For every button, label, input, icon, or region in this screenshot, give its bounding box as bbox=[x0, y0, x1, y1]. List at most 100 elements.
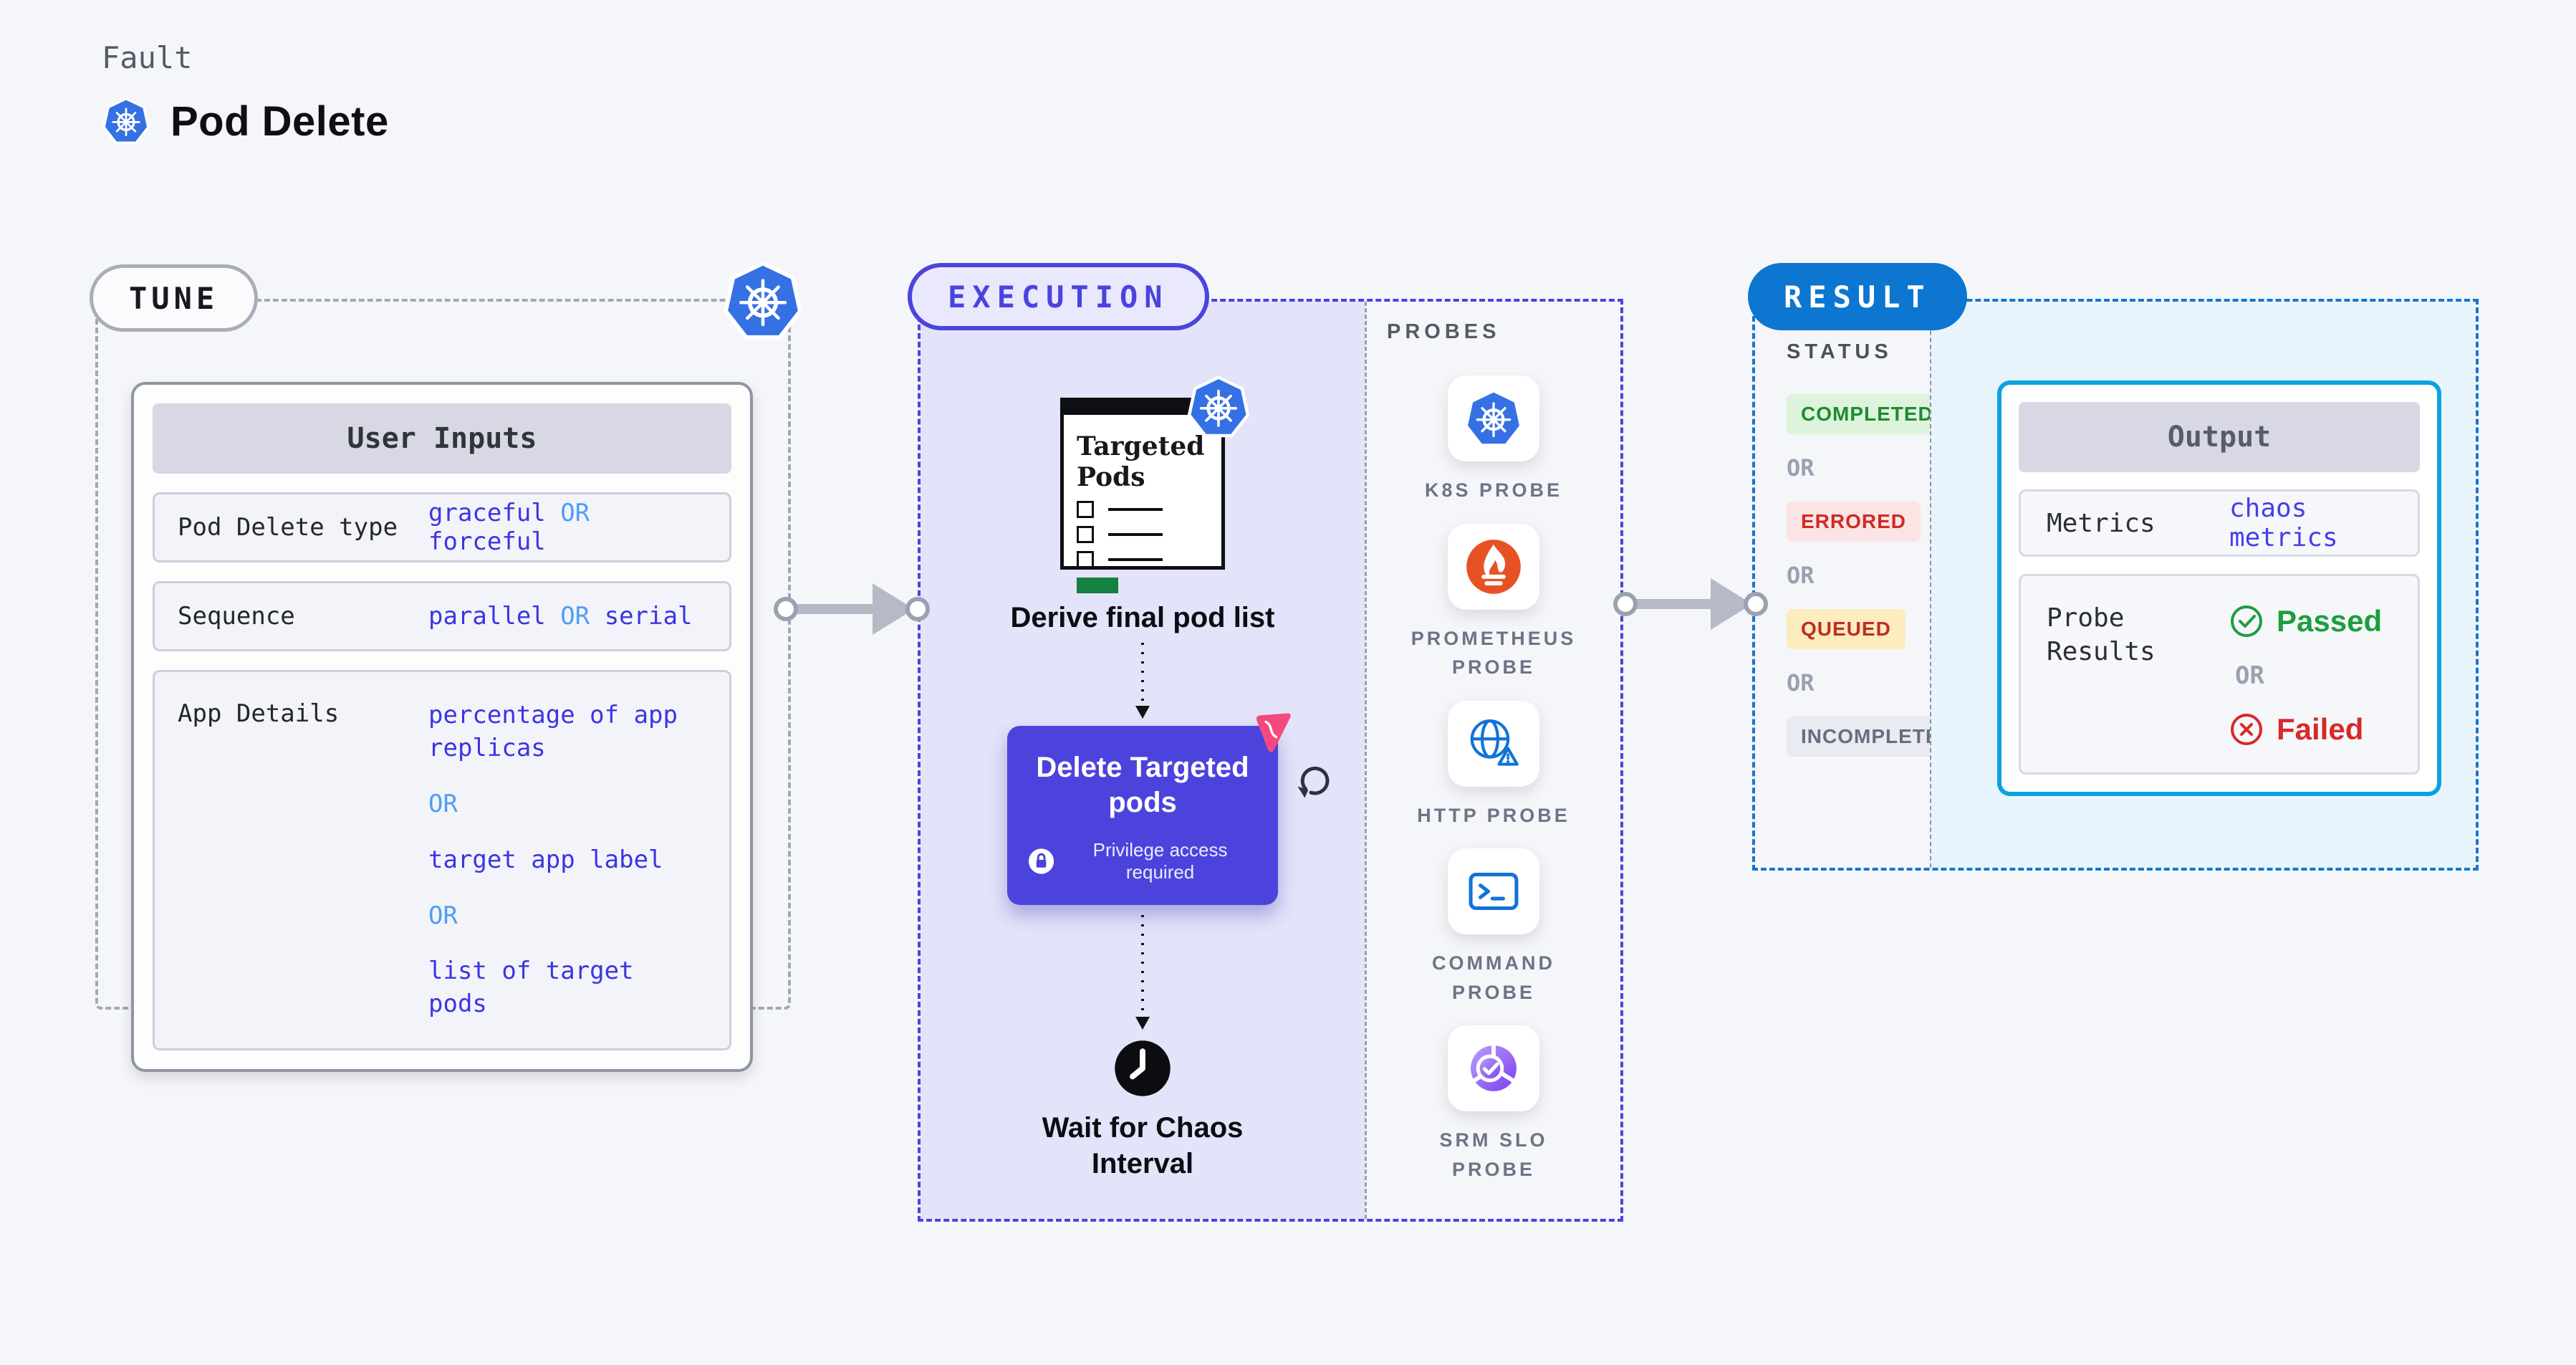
dotted-arrow-down-icon bbox=[1135, 643, 1150, 719]
clock-icon bbox=[1115, 1040, 1171, 1096]
or-separator: OR bbox=[1787, 669, 1815, 696]
result-section: RESULT STATUS COMPLETED OR ERRORED OR QU… bbox=[1748, 263, 2479, 871]
or-separator: OR bbox=[1787, 454, 1815, 482]
progress-bar bbox=[1077, 578, 1118, 594]
output-row-probe-results: Probe Results Passed OR bbox=[2019, 574, 2420, 775]
fault-eyebrow: Fault bbox=[102, 40, 193, 75]
page-header: Fault Pod Delete bbox=[102, 40, 389, 145]
or-separator: OR bbox=[560, 499, 590, 527]
checkbox-row bbox=[1077, 551, 1208, 569]
chaos-fault-icon bbox=[1256, 713, 1291, 752]
output-label: Metrics bbox=[2047, 508, 2156, 538]
input-value: parallel OR serial bbox=[428, 602, 706, 631]
privilege-note: Privilege access required bbox=[1029, 839, 1256, 883]
probe-item-prometheus: PROMETHEUS PROBE bbox=[1403, 523, 1584, 682]
probe-label: PROMETHEUS PROBE bbox=[1410, 627, 1577, 679]
checkbox-row bbox=[1077, 526, 1208, 544]
kubernetes-icon bbox=[102, 97, 150, 145]
probe-list: K8S PROBE PROMETHEUS PROBE bbox=[1403, 375, 1584, 1184]
kubernetes-icon bbox=[1464, 388, 1524, 449]
probes-column: PROBES K8S PROBE bbox=[1365, 302, 1620, 1219]
probe-card bbox=[1448, 523, 1539, 610]
tune-pill: TUNE bbox=[90, 264, 259, 332]
probe-item-http: HTTP PROBE bbox=[1417, 700, 1570, 830]
input-label: Pod Delete type bbox=[178, 513, 398, 542]
input-value: graceful OR forceful bbox=[428, 499, 706, 556]
or-separator: OR bbox=[428, 789, 458, 818]
output-row-metrics: Metrics chaos metrics bbox=[2019, 489, 2420, 557]
execution-section: EXECUTION Targeted Pods Derive final pod… bbox=[908, 263, 1623, 1222]
probe-label: COMMAND PROBE bbox=[1432, 952, 1555, 1003]
status-badge-queued: QUEUED bbox=[1787, 609, 1905, 649]
tune-to-execution-arrow bbox=[774, 583, 930, 635]
delete-node-title: Delete Targeted pods bbox=[1036, 752, 1249, 818]
output-area: Output Metrics chaos metrics Probe Resul… bbox=[1930, 302, 2476, 868]
or-separator: OR bbox=[1787, 562, 1815, 589]
probe-result-failed: Failed bbox=[2229, 710, 2392, 749]
or-separator: OR bbox=[560, 602, 590, 631]
execution-pill: EXECUTION bbox=[908, 263, 1209, 330]
lock-icon bbox=[1029, 848, 1054, 874]
list-line bbox=[1108, 558, 1163, 562]
probe-item-command: COMMAND PROBE bbox=[1403, 848, 1584, 1007]
tune-section: TUNE User Inputs Pod Delete type gracefu… bbox=[90, 299, 791, 1073]
output-box: Output Metrics chaos metrics Probe Resul… bbox=[1997, 380, 2441, 796]
input-label: Sequence bbox=[178, 602, 295, 631]
checkbox-icon bbox=[1077, 551, 1094, 569]
value-option: graceful bbox=[428, 499, 546, 527]
privilege-note-text: Privilege access required bbox=[1092, 838, 1228, 883]
probe-card bbox=[1448, 848, 1539, 934]
delete-targeted-pods-node: Delete Targeted pods Privilege access re… bbox=[1007, 713, 1330, 905]
probe-results-value: Passed OR Failed bbox=[2229, 602, 2392, 749]
step-caption-wait: Wait for Chaos Interval bbox=[1042, 1111, 1244, 1179]
value-option: target app label bbox=[428, 845, 663, 874]
probe-label: HTTP PROBE bbox=[1417, 804, 1570, 826]
input-row-sequence: Sequence parallel OR serial bbox=[153, 581, 731, 651]
status-column: STATUS COMPLETED OR ERRORED OR QUEUED OR… bbox=[1755, 302, 1969, 868]
status-heading: STATUS bbox=[1787, 340, 1893, 363]
value-option: serial bbox=[604, 602, 693, 631]
clipboard-title: Targeted Pods bbox=[1077, 431, 1205, 493]
probe-card bbox=[1448, 700, 1539, 787]
targeted-pods-clipboard: Targeted Pods bbox=[1060, 398, 1225, 594]
user-inputs-card: User Inputs Pod Delete type graceful OR … bbox=[131, 382, 753, 1073]
probe-card bbox=[1447, 375, 1539, 461]
list-line bbox=[1108, 533, 1163, 537]
title-row: Pod Delete bbox=[102, 97, 389, 145]
x-circle-icon bbox=[2231, 714, 2262, 746]
result-pill: RESULT bbox=[1748, 263, 1967, 330]
input-value: percentage of app replicas OR target app… bbox=[428, 699, 706, 1021]
checkbox-row bbox=[1077, 501, 1208, 519]
http-globe-warning-icon bbox=[1470, 719, 1519, 766]
value-option: percentage of app replicas bbox=[428, 701, 678, 762]
check-circle-icon bbox=[2231, 605, 2262, 638]
input-row-pod-delete-type: Pod Delete type graceful OR forceful bbox=[153, 492, 731, 562]
checkbox-icon bbox=[1077, 501, 1094, 519]
retry-loop-icon bbox=[1297, 766, 1330, 798]
value-option: forceful bbox=[428, 527, 546, 556]
checkbox-icon bbox=[1077, 526, 1094, 544]
passed-label: Passed bbox=[2277, 604, 2383, 638]
prometheus-icon bbox=[1466, 539, 1521, 594]
slo-gauge-check-icon bbox=[1471, 1044, 1517, 1091]
terminal-icon bbox=[1469, 872, 1519, 911]
probes-heading: PROBES bbox=[1387, 320, 1501, 343]
list-line bbox=[1108, 508, 1163, 512]
output-value: chaos metrics bbox=[2229, 494, 2338, 552]
kubernetes-icon bbox=[722, 260, 804, 342]
or-separator: OR bbox=[2235, 661, 2264, 690]
probe-label: K8S PROBE bbox=[1424, 479, 1563, 501]
input-row-app-details: App Details percentage of app replicas O… bbox=[153, 670, 731, 1051]
dotted-arrow-down-icon bbox=[1135, 914, 1150, 1030]
probe-item-srm-slo: SRM SLO PROBE bbox=[1403, 1025, 1584, 1184]
user-inputs-header: User Inputs bbox=[153, 403, 731, 474]
input-label: App Details bbox=[178, 699, 340, 728]
value-option: parallel bbox=[428, 602, 546, 631]
probe-item-k8s: K8S PROBE bbox=[1425, 375, 1562, 505]
execution-to-result-arrow bbox=[1613, 578, 1768, 630]
kubernetes-icon bbox=[1186, 375, 1251, 439]
page-title: Pod Delete bbox=[170, 97, 389, 145]
probe-card bbox=[1448, 1025, 1539, 1111]
or-separator: OR bbox=[428, 901, 458, 930]
